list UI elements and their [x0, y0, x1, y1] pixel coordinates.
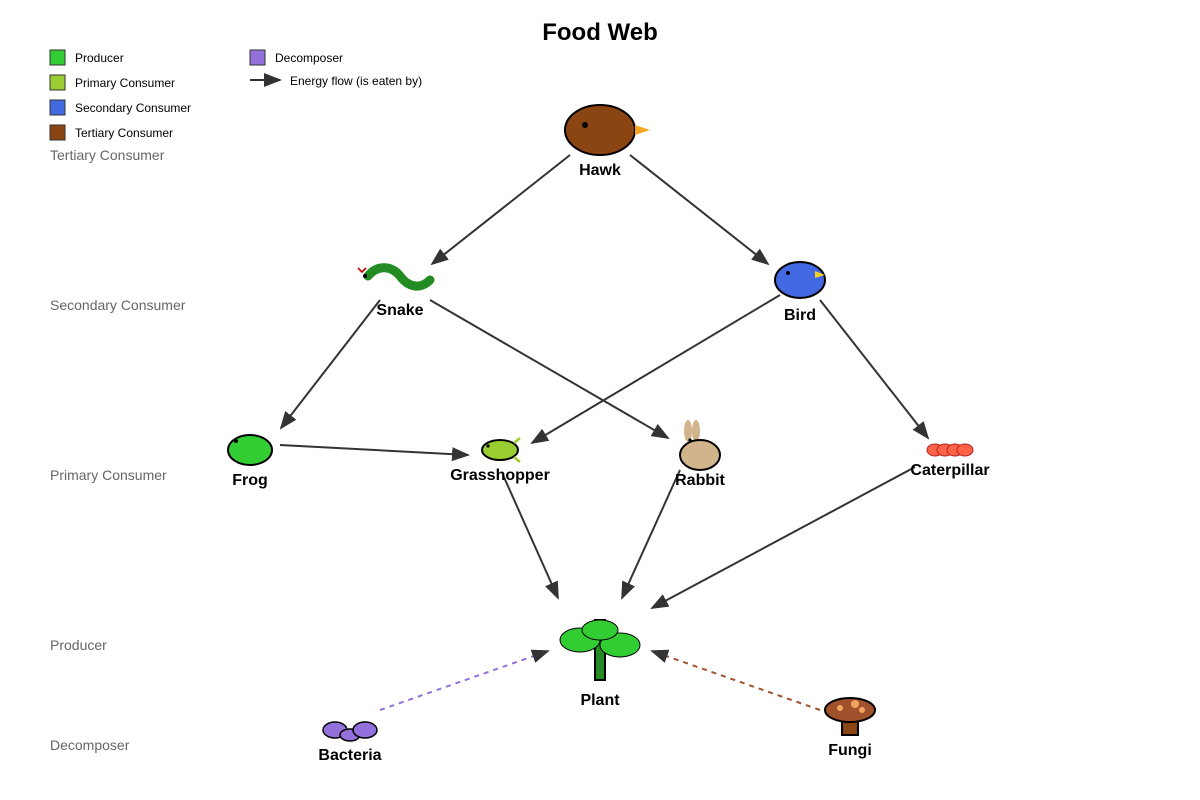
legend-label-secondary: Secondary Consumer	[75, 101, 191, 115]
legend-item-tertiary: Tertiary Consumer	[49, 124, 173, 141]
legend-label-decomposer: Decomposer	[275, 51, 343, 65]
legend-item-primary: Primary Consumer	[49, 74, 175, 91]
tertiary-swatch	[49, 124, 66, 141]
node-bacteria: Bacteria	[318, 721, 382, 764]
node-label-frog: Frog	[232, 472, 268, 489]
grasshopper-icon	[481, 437, 521, 463]
node-label-rabbit: Rabbit	[675, 472, 725, 489]
edge-frog-grasshopper	[279, 444, 470, 462]
node-grasshopper: Grasshopper	[450, 437, 550, 484]
legend-label-primary: Primary Consumer	[75, 76, 175, 90]
node-frog: Frog	[227, 434, 273, 489]
secondary-swatch	[49, 99, 66, 116]
bacteria-icon	[322, 721, 378, 742]
edge-snake-frog	[279, 299, 381, 430]
edge-hawk-snake	[430, 154, 571, 266]
legend-label-tertiary: Tertiary Consumer	[75, 126, 173, 140]
level-label-primary: Primary Consumer	[50, 467, 167, 483]
edge-fungi-plant	[650, 649, 821, 711]
fungi-icon	[824, 697, 876, 736]
level-label-decomposer: Decomposer	[50, 737, 130, 753]
node-caterpillar: Caterpillar	[910, 443, 990, 479]
legend-item-decomposer: Decomposer	[249, 49, 343, 66]
primary-swatch	[49, 74, 66, 91]
node-label-hawk: Hawk	[579, 162, 621, 179]
legend: Producer Primary Consumer Secondary Cons…	[49, 49, 422, 141]
node-label-bird: Bird	[784, 307, 816, 324]
edge-hawk-bird	[629, 154, 770, 266]
node-fungi: Fungi	[824, 697, 876, 759]
node-plant: Plant	[559, 619, 641, 709]
node-label-fungi: Fungi	[828, 742, 872, 759]
level-label-secondary: Secondary Consumer	[50, 297, 186, 313]
edge-grasshopper-plant	[502, 474, 559, 600]
edge-bird-grasshopper	[530, 294, 781, 445]
node-label-snake: Snake	[376, 302, 423, 319]
node-bird: Bird	[774, 261, 826, 324]
legend-item-energy-flow: Energy flow (is eaten by)	[250, 73, 422, 88]
legend-item-producer: Producer	[49, 49, 124, 66]
edge-snake-rabbit	[429, 299, 670, 440]
node-label-grasshopper: Grasshopper	[450, 467, 550, 484]
node-snake: Snake	[357, 263, 435, 319]
caterpillar-icon	[926, 443, 974, 457]
rabbit-icon	[679, 420, 721, 471]
decomposer-swatch	[249, 49, 266, 66]
edge-rabbit-plant	[621, 469, 681, 600]
level-label-tertiary: Tertiary Consumer	[50, 147, 165, 163]
diagram-title: Food Web	[542, 19, 658, 46]
trophic-levels: Tertiary Consumer Secondary Consumer Pri…	[50, 147, 186, 753]
producer-swatch	[49, 49, 66, 66]
edge-caterpillar-plant	[650, 466, 916, 609]
legend-label-producer: Producer	[75, 51, 124, 65]
plant-icon	[559, 619, 641, 681]
node-rabbit: Rabbit	[675, 420, 726, 489]
node-label-bacteria: Bacteria	[318, 747, 381, 764]
node-label-caterpillar: Caterpillar	[910, 462, 989, 479]
node-hawk: Hawk	[564, 104, 650, 179]
legend-label-energy-flow: Energy flow (is eaten by)	[290, 74, 422, 88]
energy-flow-edges	[279, 154, 930, 711]
level-label-producer: Producer	[50, 637, 107, 653]
snake-icon	[357, 263, 435, 291]
bird-icon	[774, 261, 826, 299]
hawk-icon	[564, 104, 650, 156]
legend-item-secondary: Secondary Consumer	[49, 99, 191, 116]
edge-bird-caterpillar	[819, 299, 930, 440]
frog-icon	[227, 434, 273, 466]
edge-bacteria-plant	[379, 649, 550, 711]
node-label-plant: Plant	[580, 692, 620, 709]
